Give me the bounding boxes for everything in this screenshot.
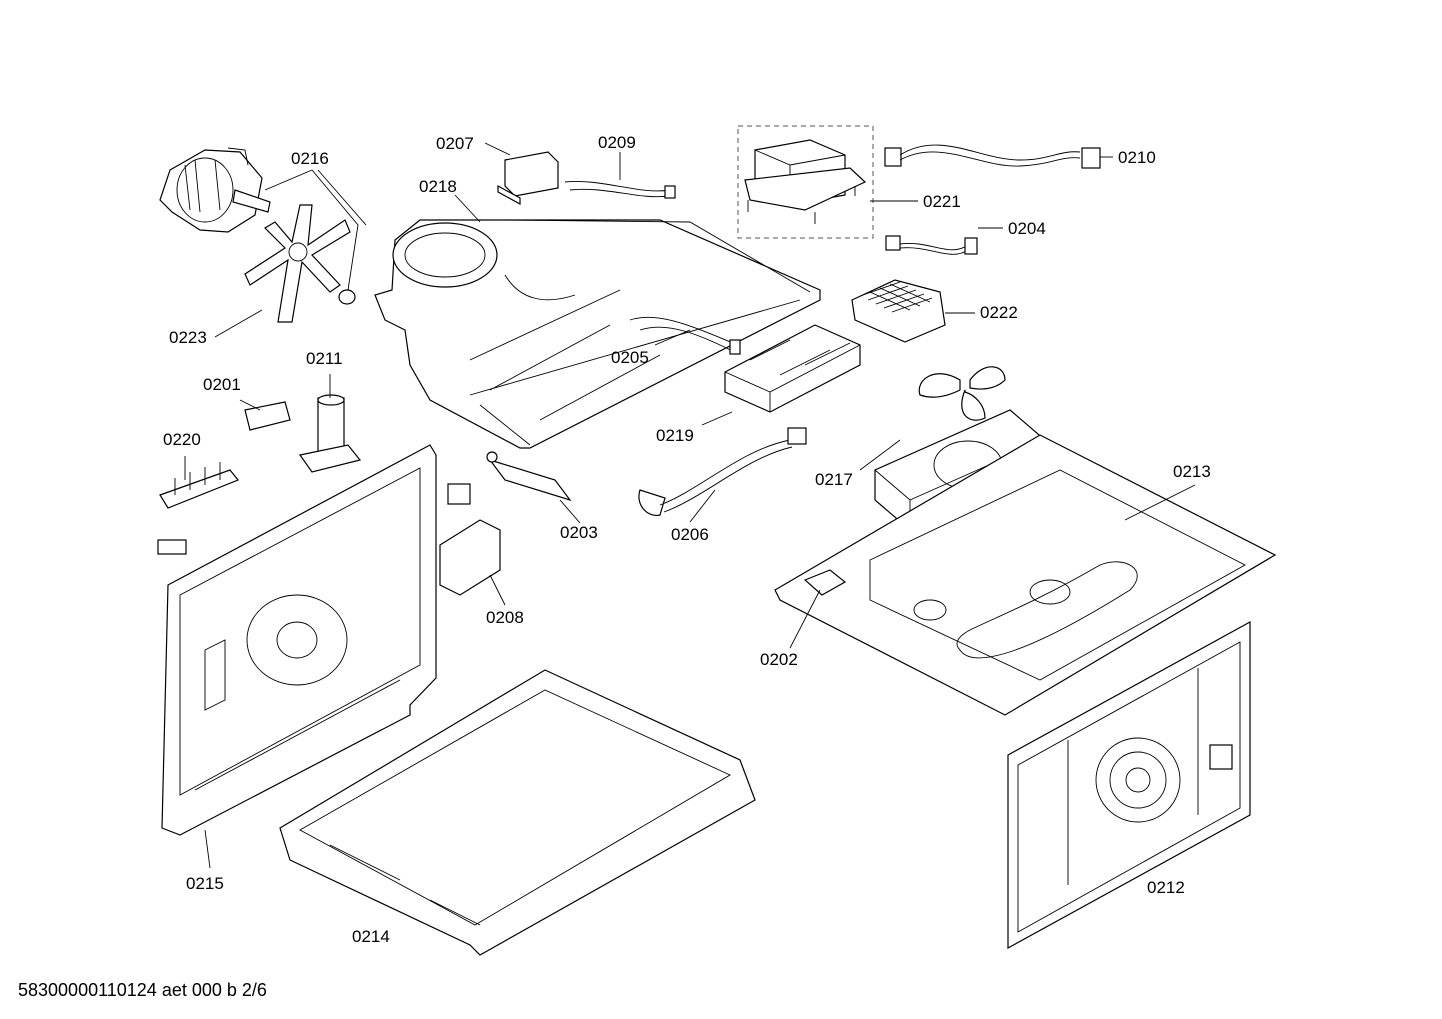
- part-0216-fan-motor[interactable]: [159, 147, 271, 233]
- part-0204-cable[interactable]: [885, 235, 978, 255]
- callout-0221: 0221: [923, 192, 961, 211]
- callout-0214: 0214: [352, 927, 390, 946]
- part-0206-cable[interactable]: [638, 427, 807, 517]
- part-0222-heat-sink[interactable]: [851, 279, 946, 343]
- part-0218-housing[interactable]: [374, 219, 821, 449]
- callout-0217: 0217: [815, 470, 853, 489]
- part-0220-terminal[interactable]: [159, 462, 239, 509]
- part-0211-component[interactable]: [298, 394, 362, 473]
- callout-0211: 0211: [306, 349, 343, 368]
- part-0209-cable[interactable]: [564, 180, 676, 199]
- callout-0205: 0205: [611, 348, 649, 367]
- callout-0218: 0218: [419, 177, 457, 196]
- part-0219-control-board[interactable]: [724, 324, 861, 413]
- callout-0207: 0207: [436, 134, 474, 153]
- callout-0208: 0208: [486, 608, 524, 627]
- callout-0215: 0215: [186, 874, 224, 893]
- callout-0201: 0201: [203, 375, 241, 394]
- part-0215-back-panel[interactable]: [161, 444, 437, 836]
- callout-0203: 0203: [560, 523, 598, 542]
- leader-lines: [184, 142, 1196, 869]
- part-0210-cable[interactable]: [884, 144, 1101, 169]
- callout-0210: 0210: [1118, 148, 1156, 167]
- part-0201-component[interactable]: [244, 401, 291, 431]
- callout-0223: 0223: [169, 328, 207, 347]
- part-0203-sensor[interactable]: [447, 451, 572, 505]
- callout-0209: 0209: [598, 133, 636, 152]
- part-0202-thermostat[interactable]: [803, 569, 847, 596]
- part-0213-base-plate[interactable]: [774, 434, 1277, 716]
- callout-0206: 0206: [671, 525, 709, 544]
- part-0212-front-panel[interactable]: [1007, 620, 1251, 950]
- part-0216-nut[interactable]: [338, 289, 356, 305]
- document-footer-id: 58300000110124 aet 000 b 2/6: [18, 980, 267, 1000]
- callout-0204: 0204: [1008, 219, 1046, 238]
- part-0208-shield[interactable]: [439, 519, 501, 596]
- callout-0222: 0222: [980, 303, 1018, 322]
- part-0214-bottom-tray[interactable]: [279, 669, 756, 956]
- callout-0212: 0212: [1147, 878, 1185, 897]
- callout-0213: 0213: [1173, 462, 1211, 481]
- callout-0219: 0219: [656, 426, 694, 445]
- callout-0202: 0202: [760, 650, 798, 669]
- part-0223-fan-blade[interactable]: [244, 204, 351, 323]
- part-0207-transformer[interactable]: [497, 151, 559, 206]
- callout-0220: 0220: [163, 430, 201, 449]
- part-0205-cable[interactable]: [629, 316, 741, 355]
- part-0220-plug[interactable]: [157, 539, 187, 555]
- part-0221-module[interactable]: [737, 125, 874, 239]
- callout-0216: 0216: [291, 149, 329, 168]
